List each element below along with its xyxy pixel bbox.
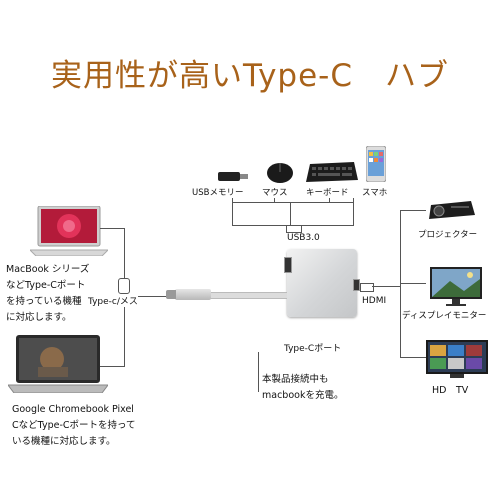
usb-port-plug <box>286 225 302 233</box>
usb3-label: USB3.0 <box>287 233 320 243</box>
type-c-port-pointer <box>258 352 259 392</box>
macbook-description: MacBook シリーズ などType-Cポート を持っている機種 に対応します… <box>6 262 89 326</box>
right-connector-line <box>372 286 400 287</box>
right-bracket-vertical <box>400 210 401 358</box>
usb-c-plug-tip <box>166 290 176 299</box>
type-c-female-port <box>118 278 130 294</box>
left-bracket-bottom <box>100 366 125 367</box>
connector-line <box>329 198 330 203</box>
page-title: 実用性が高いType-C ハブ <box>50 58 450 94</box>
connector-line <box>232 198 233 226</box>
mouse-label: マウス <box>262 188 288 198</box>
connector-line <box>353 198 354 226</box>
smartphone-label: スマホ <box>362 188 388 198</box>
projector-label: プロジェクター <box>418 230 478 240</box>
chromebook-text-line: Google Chromebook Pixel <box>12 404 134 415</box>
connector-line <box>290 202 291 226</box>
right-bracket-mid <box>400 283 426 284</box>
projector-icon <box>427 197 477 227</box>
keyboard-icon <box>306 160 358 188</box>
macbook-text-line: MacBook シリーズ <box>6 264 90 275</box>
hdmi-port-plug <box>360 283 374 292</box>
macbook-text-line: に対応します。 <box>6 312 72 323</box>
chromebook-text-line: いる機種に対応します。 <box>12 436 116 447</box>
type-c-hub <box>284 249 360 317</box>
left-connector-line <box>124 296 166 297</box>
left-bracket-top <box>100 228 125 229</box>
charge-note: 本製品接続中も macbookを充電。 <box>262 372 343 404</box>
tv-label: HD TV <box>432 385 469 396</box>
charge-note-line: macbookを充電。 <box>262 390 344 401</box>
chromebook-text-line: CなどType-Cポートを持って <box>12 420 136 431</box>
display-monitor-label: ディスプレイモニター <box>402 311 487 321</box>
usb-stick-icon <box>218 168 248 187</box>
macbook-text-line: を持っている機種 <box>6 296 82 307</box>
monitor-icon <box>430 267 482 311</box>
macbook-icon <box>28 205 110 260</box>
macbook-text-line: などType-Cポート <box>6 280 86 291</box>
chromebook-icon <box>7 335 109 397</box>
type-c-female-label: Type-c/メス <box>88 294 138 307</box>
mouse-icon <box>266 160 294 188</box>
chromebook-description: Google Chromebook Pixel CなどType-Cポートを持って… <box>12 402 136 450</box>
usb-c-plug <box>175 289 211 300</box>
usb-memory-label: USBメモリー <box>192 188 244 198</box>
charge-note-line: 本製品接続中も <box>262 374 329 385</box>
right-bracket-top <box>400 210 426 211</box>
type-c-port-label: Type-Cポート <box>284 344 342 354</box>
smartphone-icon <box>365 145 387 186</box>
hdmi-label: HDMI <box>362 296 387 306</box>
tv-icon <box>426 340 488 384</box>
usb-c-cable <box>210 292 287 299</box>
top-bracket-line <box>232 202 354 203</box>
right-bracket-bottom <box>400 357 426 358</box>
usb-port <box>284 257 292 273</box>
connector-line <box>274 198 275 203</box>
keyboard-label: キーボード <box>306 188 349 198</box>
hdmi-port <box>353 279 360 291</box>
